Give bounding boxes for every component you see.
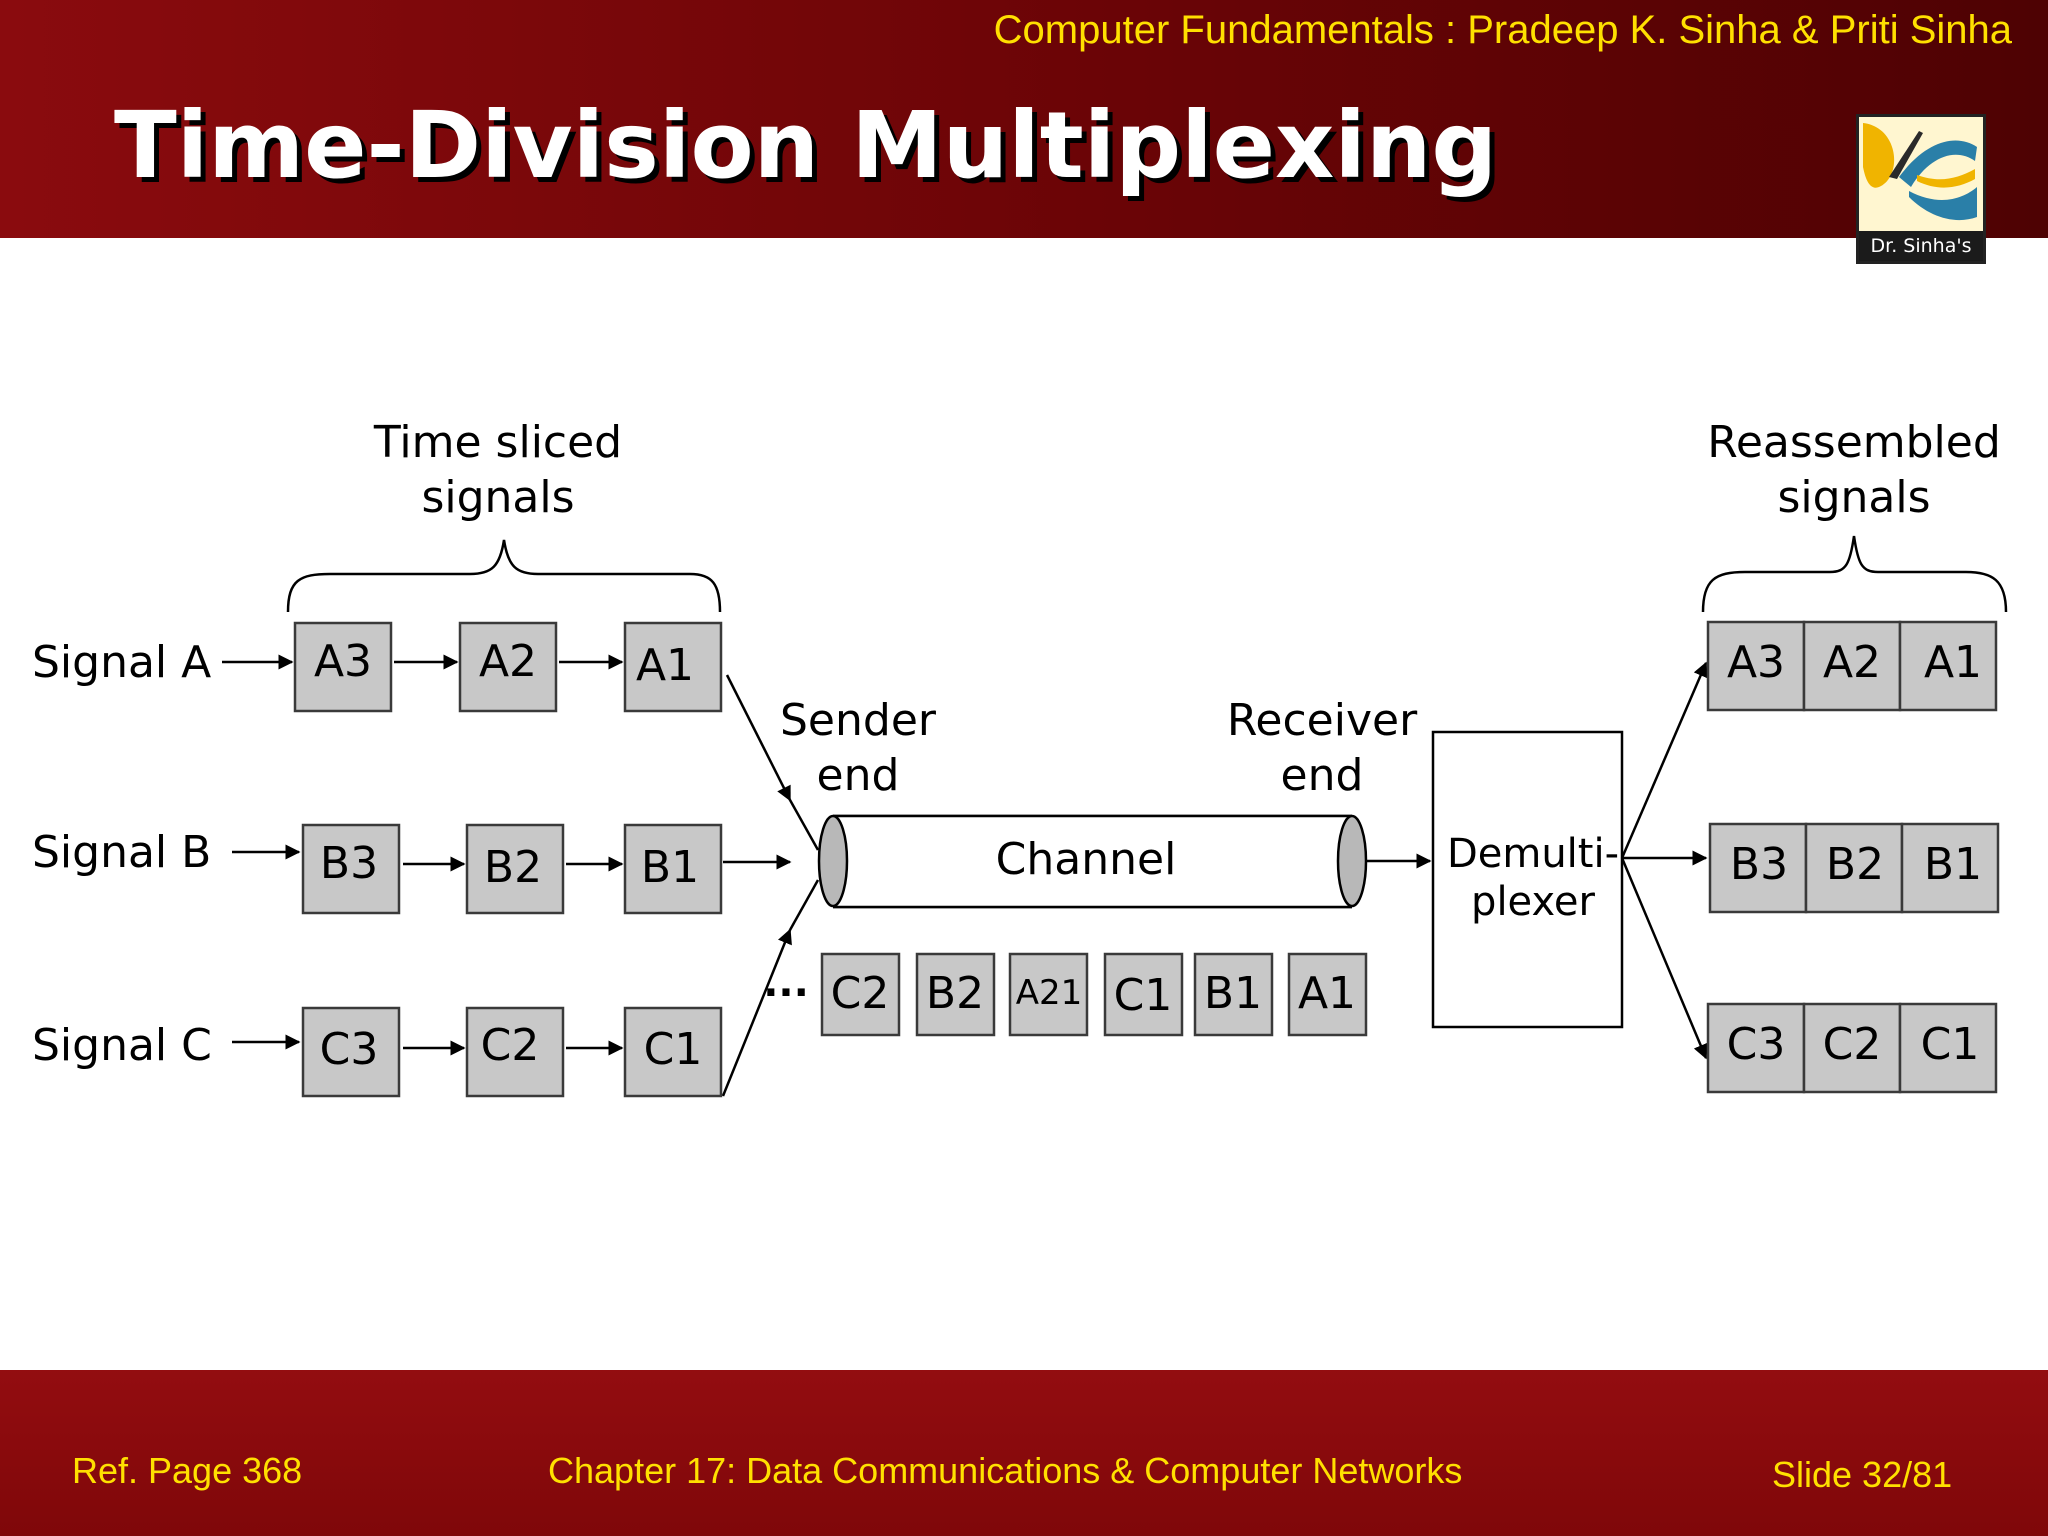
- slice-box-c2: C2: [465, 1006, 565, 1098]
- svg-text:plexer: plexer: [1471, 879, 1595, 925]
- svg-text:C1: C1: [1114, 970, 1173, 1021]
- svg-text:B2: B2: [484, 842, 542, 893]
- demultiplexer-box: Demulti- plexer: [1431, 730, 1624, 1029]
- svg-text:A3: A3: [314, 636, 372, 687]
- ref-page: Ref. Page 368: [72, 1450, 303, 1491]
- converge-line-top: [788, 799, 820, 851]
- logo-caption: Dr. Sinha's: [1859, 231, 1983, 261]
- svg-text:A1: A1: [1924, 637, 1982, 688]
- slice-box-c1: C1: [623, 1006, 723, 1098]
- reassembled-row-c: C3 C2 C1: [1706, 1002, 1998, 1094]
- time-sliced-caption-line1: Time sliced: [373, 417, 622, 468]
- svg-text:B2: B2: [1826, 839, 1884, 890]
- sender-label-line2: end: [817, 750, 900, 801]
- channel-pipe: Channel: [817, 814, 1368, 909]
- slice-box-a1: A1: [623, 621, 723, 713]
- arrow-a1-converge: [725, 674, 792, 802]
- signal-c-label: Signal C: [32, 1020, 212, 1071]
- time-sliced-caption-line2: signals: [421, 472, 574, 523]
- arrow-c1-converge: [721, 928, 792, 1097]
- svg-text:B1: B1: [1924, 839, 1982, 890]
- slide-title: Time-Division Multiplexing: [114, 92, 1498, 199]
- svg-text:C3: C3: [1727, 1019, 1786, 1070]
- stream-box-a1: A1: [1287, 952, 1368, 1037]
- arrow-demux-c: [1620, 857, 1708, 1060]
- svg-text:A1: A1: [636, 640, 694, 691]
- svg-text:Demulti-: Demulti-: [1447, 831, 1619, 877]
- svg-text:C1: C1: [1921, 1019, 1980, 1070]
- slice-box-a2: A2: [458, 621, 558, 713]
- slide-number: Slide 32/81: [1772, 1454, 1953, 1495]
- reassembled-brace: [1701, 535, 2008, 613]
- logo-emblem-icon: [1859, 117, 1983, 231]
- svg-text:C2: C2: [831, 968, 890, 1019]
- svg-text:C1: C1: [644, 1024, 703, 1075]
- slice-box-a3: A3: [293, 621, 393, 713]
- svg-text:B3: B3: [1730, 839, 1788, 890]
- reassembled-caption-line1: Reassembled: [1707, 417, 2001, 468]
- stream-box-c1: C1: [1103, 952, 1184, 1037]
- svg-text:A21: A21: [1016, 973, 1083, 1013]
- slice-box-b3: B3: [301, 823, 401, 915]
- svg-text:B2: B2: [926, 968, 984, 1019]
- receiver-label-line1: Receiver: [1227, 695, 1418, 746]
- svg-text:C2: C2: [1823, 1019, 1882, 1070]
- tdm-diagram: Time sliced signals Reassembled signals …: [32, 417, 2008, 1098]
- reassembled-caption-line2: signals: [1777, 472, 1930, 523]
- slice-box-c3: C3: [301, 1006, 401, 1098]
- stream-box-c2: C2: [820, 952, 901, 1037]
- slice-box-b2: B2: [465, 823, 565, 915]
- svg-text:B3: B3: [320, 838, 378, 889]
- svg-text:C3: C3: [320, 1024, 379, 1075]
- slide-header: Computer Fundamentals : Pradeep K. Sinha…: [0, 0, 2048, 238]
- stream-box-a21: A21: [1008, 952, 1089, 1037]
- time-sliced-brace: [286, 539, 722, 613]
- svg-text:A2: A2: [479, 636, 537, 687]
- stream-box-b2: B2: [915, 952, 996, 1037]
- svg-text:A3: A3: [1727, 637, 1785, 688]
- sender-label-line1: Sender: [780, 695, 937, 746]
- svg-text:B1: B1: [1204, 968, 1262, 1019]
- svg-text:A1: A1: [1298, 968, 1356, 1019]
- stream-box-b1: B1: [1193, 952, 1274, 1037]
- converge-line-bottom: [788, 879, 820, 931]
- stream-ellipsis: ...: [763, 960, 809, 1006]
- reassembled-row-a: A3 A2 A1: [1706, 620, 1998, 712]
- signal-b-label: Signal B: [32, 827, 211, 878]
- author-logo: Dr. Sinha's: [1856, 114, 1986, 264]
- chapter-title: Chapter 17: Data Communications & Comput…: [548, 1450, 1463, 1491]
- slice-box-b1: B1: [623, 823, 723, 915]
- svg-text:A2: A2: [1823, 637, 1881, 688]
- reassembled-row-b: B3 B2 B1: [1708, 822, 2000, 914]
- slide-footer: Ref. Page 368 Chapter 17: Data Communica…: [0, 1370, 2048, 1536]
- receiver-label-line2: end: [1281, 750, 1364, 801]
- svg-text:C2: C2: [481, 1020, 540, 1071]
- svg-text:B1: B1: [641, 842, 699, 893]
- book-credit: Computer Fundamentals : Pradeep K. Sinha…: [993, 8, 2012, 52]
- channel-label: Channel: [996, 834, 1177, 885]
- signal-a-label: Signal A: [32, 637, 211, 688]
- arrow-demux-a: [1620, 661, 1708, 859]
